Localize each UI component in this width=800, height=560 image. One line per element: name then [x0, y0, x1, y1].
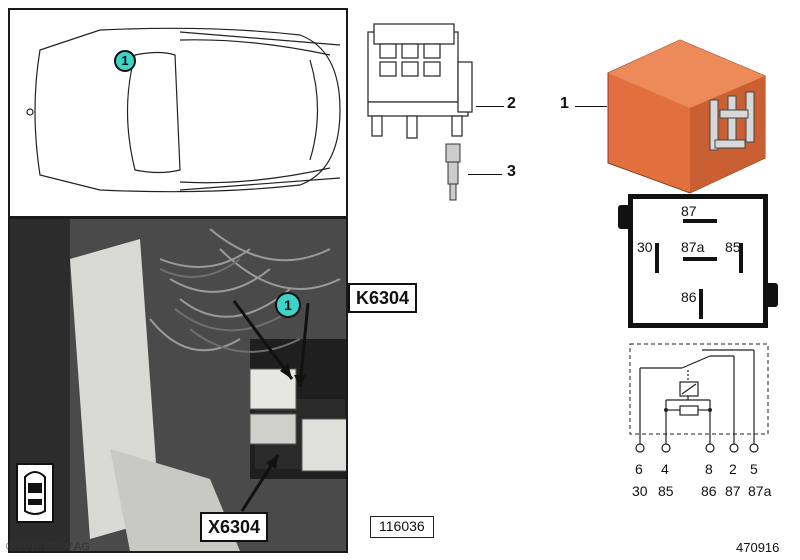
part-number-2[interactable]: 2: [507, 95, 516, 112]
terminal-name: 86: [701, 483, 717, 499]
connector-housing-icon: [367, 23, 473, 139]
relay-clip-left-icon: [618, 205, 630, 229]
pin-30-label: 30: [637, 239, 653, 255]
leader-line-2: [476, 106, 504, 107]
part-number-3[interactable]: 3: [507, 163, 516, 180]
terminal-name: 85: [658, 483, 674, 499]
connector-designation-tag-overlay: X6304: [200, 512, 269, 542]
pin-87-label: 87: [681, 203, 697, 219]
pin-87a-label: 87a: [681, 239, 705, 255]
relay-schematic: [629, 343, 769, 453]
pin-85-blade: [739, 243, 743, 273]
terminal-number: 5: [750, 461, 758, 477]
location-marker-1[interactable]: 1: [114, 50, 136, 72]
terminal-pin-icon: [445, 143, 461, 201]
relay-photo-icon: [607, 39, 766, 194]
vehicle-outline-icon: [26, 27, 341, 193]
terminal-name: 30: [632, 483, 648, 499]
pin-87-blade: [683, 219, 717, 223]
engine-bay-photo-icon: [10, 219, 346, 551]
document-number: 470916: [736, 540, 780, 555]
image-number-box-overlay: 116036: [370, 516, 434, 538]
part-number-1[interactable]: 1: [560, 95, 569, 112]
terminal-number: 4: [661, 461, 669, 477]
leader-line-3: [468, 174, 502, 175]
leader-line-1: [575, 106, 607, 107]
terminal-number: 6: [635, 461, 643, 477]
location-marker-1-photo[interactable]: 1: [275, 292, 301, 318]
terminal-name: 87: [725, 483, 741, 499]
relay-pin-layout: 87 30 87a 85 86: [628, 194, 768, 328]
pin-86-label: 86: [681, 289, 697, 305]
relay-designation-tag-overlay: K6304: [348, 283, 418, 313]
terminal-number: 8: [705, 461, 713, 477]
vehicle-location-panel: 1: [8, 8, 348, 218]
terminal-number: 2: [729, 461, 737, 477]
pin-87a-blade: [683, 257, 717, 261]
vehicle-location-badge: [16, 463, 54, 523]
pin-30-blade: [655, 243, 659, 273]
relay-clip-right-icon: [766, 283, 778, 307]
installation-photo: 1 K6304 X6304 116036: [8, 217, 348, 553]
image-number-overlay: 116036: [379, 518, 425, 534]
pin-86-blade: [699, 289, 703, 319]
copyright-notice: © 2015 BMW AG: [6, 541, 90, 553]
car-topview-icon: [24, 471, 46, 515]
terminal-name: 87a: [748, 483, 772, 499]
pin-85-label: 85: [725, 239, 741, 255]
